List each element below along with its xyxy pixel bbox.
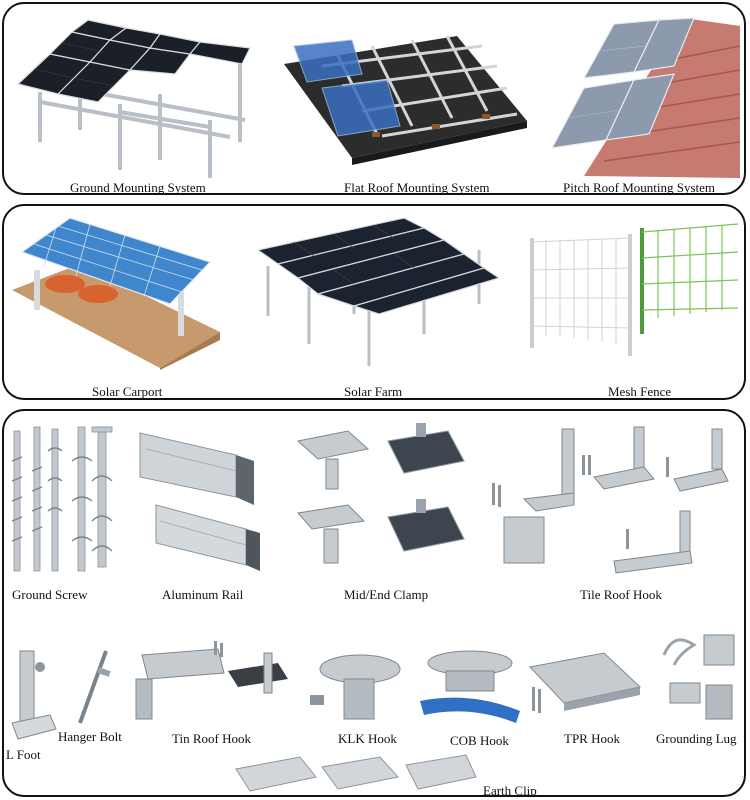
grounding-lug-image (654, 625, 744, 729)
hanger-bolt-caption: Hanger Bolt (58, 729, 122, 744)
tpr-hook-image (524, 647, 644, 727)
solar-farm-image (254, 214, 504, 372)
solar-carport-caption: Solar Carport (92, 384, 163, 399)
tin-roof-hook-image (128, 639, 308, 731)
mid-end-clamp-caption: Mid/End Clamp (344, 587, 429, 602)
solar-carport-image (10, 212, 220, 370)
pitch-roof-mounting-image (544, 16, 740, 178)
flat-roof-mounting-caption: Flat Roof Mounting System (344, 180, 490, 195)
earth-clip-caption: Earth Clip (483, 783, 537, 797)
tin-roof-hook-caption: Tin Roof Hook (172, 731, 251, 746)
cob-hook-image (410, 641, 530, 733)
mesh-fence-caption: Mesh Fence (608, 384, 672, 399)
tile-roof-hook-caption: Tile Roof Hook (580, 587, 662, 602)
l-foot-caption: L Foot (6, 747, 41, 762)
l-foot-image (10, 643, 60, 743)
earth-clip-image (230, 749, 480, 795)
pitch-roof-mounting-caption: Pitch Roof Mounting System (563, 180, 716, 195)
aluminum-rail-image (136, 425, 266, 585)
solar-farm-caption: Solar Farm (344, 384, 403, 399)
mounting-systems-panel: Ground Mounting System (2, 2, 746, 195)
klk-hook-caption: KLK Hook (338, 731, 397, 746)
ground-mounting-caption: Ground Mounting System (70, 180, 206, 195)
tpr-hook-caption: TPR Hook (564, 731, 620, 746)
aluminum-rail-caption: Aluminum Rail (162, 587, 244, 602)
hanger-bolt-image (70, 647, 120, 727)
cob-hook-caption: COB Hook (450, 733, 509, 748)
ground-screw-caption: Ground Screw (12, 587, 88, 602)
flat-roof-mounting-image (282, 26, 532, 176)
components-panel: Ground Screw Aluminum Rail (2, 409, 746, 797)
klk-hook-image (304, 645, 404, 731)
tile-roof-hook-image (484, 419, 744, 579)
applications-panel: Solar Carport (2, 204, 746, 400)
mid-end-clamp-image (288, 421, 468, 581)
grounding-lug-caption: Grounding Lug (656, 731, 737, 746)
ground-screw-image (8, 421, 118, 581)
ground-mounting-image (10, 12, 260, 180)
mesh-fence-image (524, 218, 744, 366)
